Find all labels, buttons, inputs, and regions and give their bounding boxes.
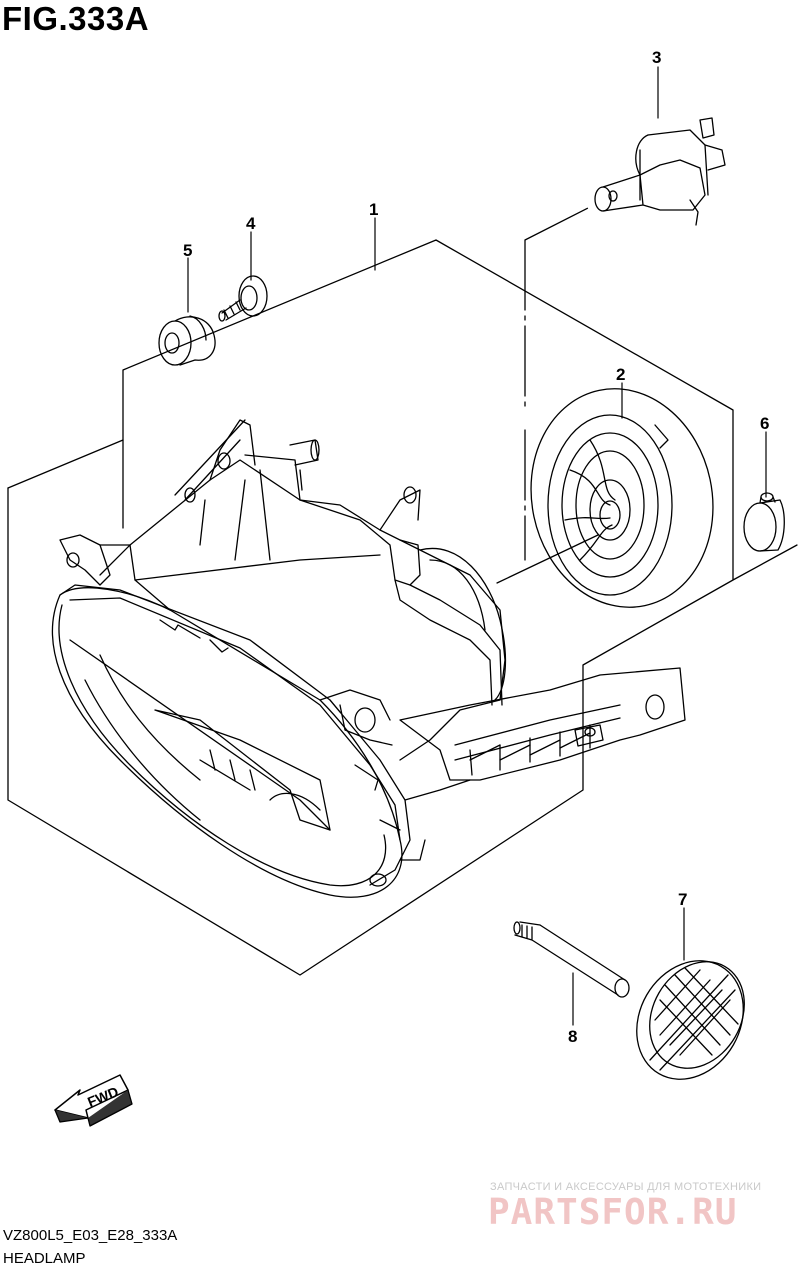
watermark-tagline: ЗАПЧАСТИ И АКСЕССУАРЫ ДЛЯ МОТОТЕХНИКИ [490,1181,762,1193]
bulb-reference-line [524,205,593,561]
callout-6: 6 [760,414,769,433]
watermark-logo: PARTSFOR.RU [488,1192,738,1233]
headlamp-socket-part-2 [530,388,714,608]
callout-2: 2 [616,365,625,384]
assembly-boundary-left [7,439,124,489]
diagram-name: HEADLAMP [3,1250,86,1267]
callout-8: 8 [568,1027,577,1046]
diagram-code: VZ800L5_E03_E28_333A [3,1227,178,1244]
forward-direction-arrow: FWD [54,1074,133,1127]
leader-lines [187,66,767,1026]
grommet-part-5 [158,315,216,366]
socket-reference-line [496,534,599,584]
figure-title: FIG.333A [2,0,150,37]
assembly-boundary [7,239,798,976]
headlamp-bulb-part-3 [594,117,726,226]
rubber-cap-part-6 [743,492,785,552]
callout-1: 1 [369,200,378,219]
callout-7: 7 [678,890,687,909]
pin-part-8 [513,921,630,998]
headlamp-assembly-part-1 [51,419,686,898]
callout-labels: 1 2 3 4 5 6 7 8 [183,48,769,1046]
callout-3: 3 [652,48,661,67]
callout-4: 4 [246,214,256,233]
reflector-part-7 [636,960,745,1080]
callout-5: 5 [183,241,192,260]
screw-part-4 [218,275,268,322]
